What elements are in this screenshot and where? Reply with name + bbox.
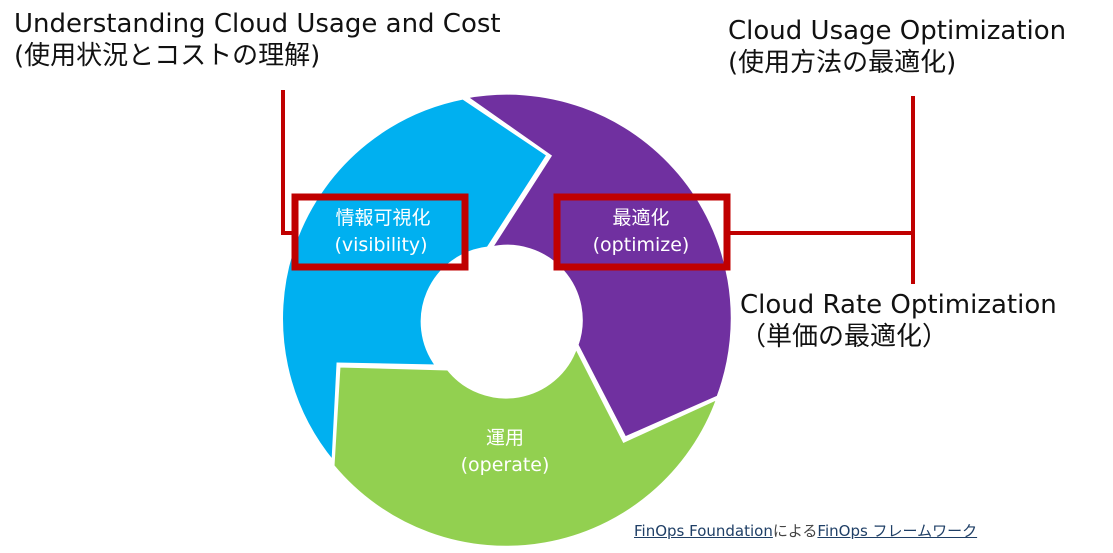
understanding-connector [281,90,295,235]
segment-visibility [280,96,551,466]
segment-operate [331,343,721,549]
finops-foundation-link[interactable]: FinOps Foundation [634,522,773,540]
operate-subtitle: (operate) [461,454,550,476]
cloud-rate-optimization-label: Cloud Rate Optimization （単価の最適化） [740,289,1057,353]
visibility-subtitle: (visibility) [334,234,427,256]
cloud-usage-optimization-label: Cloud Usage Optimization (使用方法の最適化) [728,15,1066,79]
rate-optimization-label-ja: （単価の最適化） [740,322,949,352]
attribution: FinOps FoundationによるFinOps フレームワーク [634,520,977,541]
finops-framework-link[interactable]: FinOps フレームワーク [817,522,978,540]
operate-title: 運用 [486,427,524,449]
understanding-cloud-usage-label: Understanding Cloud Usage and Cost (使用状況… [14,8,501,72]
attribution-by: による [772,522,818,540]
usage-optimization-label-ja: (使用方法の最適化) [728,48,957,78]
cycle-center [432,247,578,393]
understanding-label-ja: (使用状況とコストの理解) [14,41,321,71]
understanding-label-en: Understanding Cloud Usage and Cost [14,9,501,39]
rate-optimization-label-en: Cloud Rate Optimization [740,290,1057,320]
optimize-subtitle: (optimize) [593,234,690,256]
optimize-title: 最適化 [612,207,669,229]
usage-optimization-label-en: Cloud Usage Optimization [728,16,1067,46]
visibility-title: 情報可視化 [335,207,430,229]
